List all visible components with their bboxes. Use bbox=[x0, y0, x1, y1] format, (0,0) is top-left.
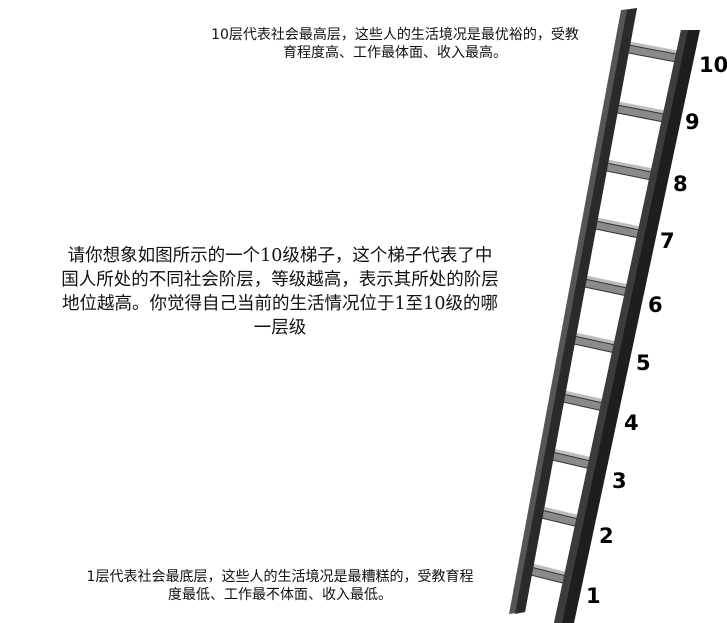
ladder-level-label: 8 bbox=[673, 172, 688, 196]
ladder-level-label: 5 bbox=[636, 351, 651, 375]
ladder-rungs bbox=[525, 41, 686, 586]
caption-top-level: 10层代表社会最高层，这些人的生活境况是最优裕的，受教育程度高、工作最体面、收入… bbox=[211, 27, 579, 61]
ladder-rails bbox=[509, 8, 700, 623]
ladder-level-label: 6 bbox=[648, 293, 663, 317]
ladder-level-label: 2 bbox=[599, 524, 614, 548]
ladder-level-label: 9 bbox=[685, 110, 700, 134]
ladder-level-label: 10 bbox=[699, 53, 727, 77]
ladder-level-labels: 1 2 3 4 5 6 7 8 9 10 bbox=[586, 53, 727, 608]
survey-question: 请你想象如图所示的一个10级梯子，这个梯子代表了中国人所处的不同社会阶层，等级越… bbox=[61, 246, 499, 338]
ladder-level-label: 7 bbox=[660, 229, 675, 253]
caption-bottom-level: 1层代表社会最底层，这些人的生活境况是最糟糕的，受教育程度最低、工作最不体面、收… bbox=[86, 569, 474, 603]
ladder-level-label: 1 bbox=[586, 584, 601, 608]
ladder-level-label: 3 bbox=[612, 469, 627, 493]
ladder-level-label: 4 bbox=[624, 411, 639, 435]
